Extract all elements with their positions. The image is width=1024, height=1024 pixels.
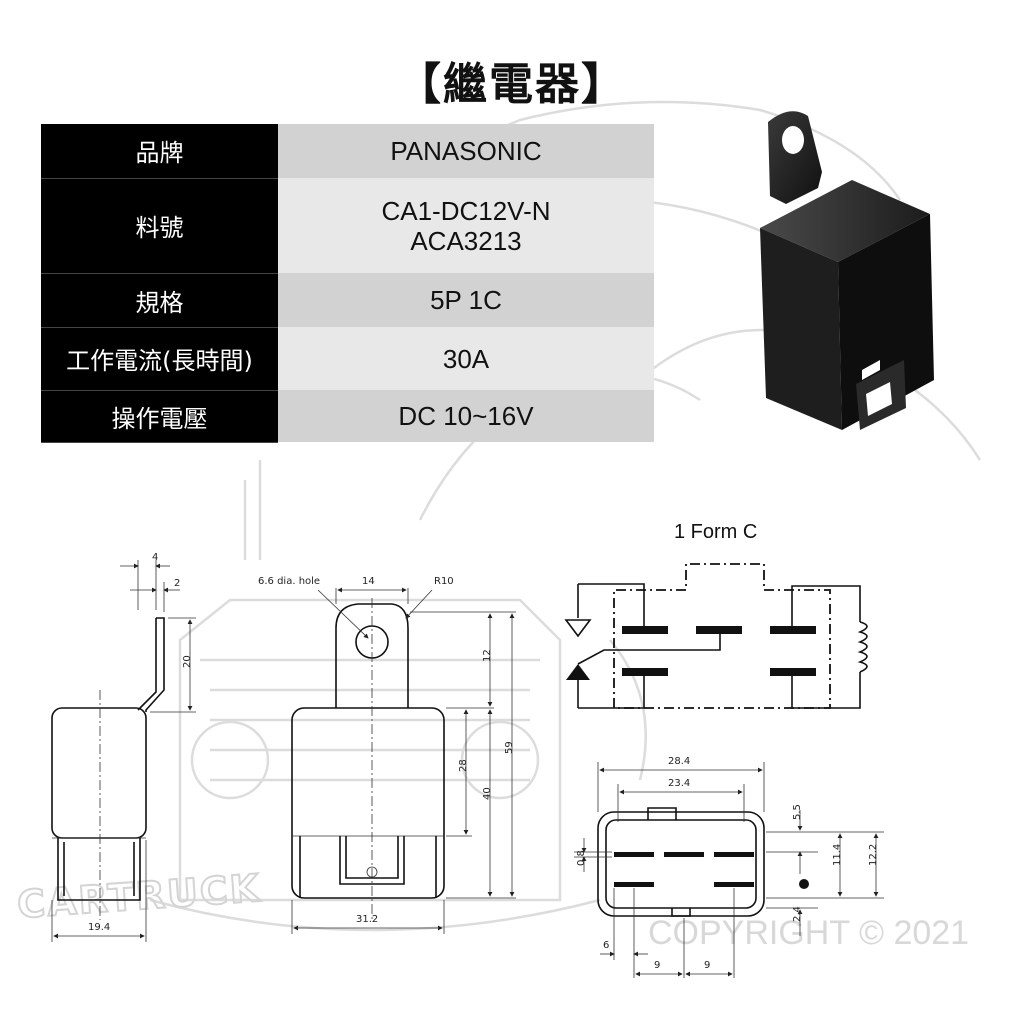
dim-19-4: 19.4 bbox=[88, 922, 110, 933]
front-view: 14 6.6 dia. hole R10 12 28 40 59 31.2 bbox=[258, 576, 516, 934]
spec-value: 5P 1C bbox=[278, 273, 654, 327]
spec-row-brand: 品牌 PANASONIC bbox=[41, 124, 654, 179]
dim-0-8: 0.8 bbox=[576, 850, 587, 866]
spec-value: DC 10~16V bbox=[278, 390, 654, 442]
dim-9b: 9 bbox=[704, 960, 710, 971]
spec-key: 料號 bbox=[41, 178, 278, 274]
spec-value-line-1: CA1-DC12V-N bbox=[381, 195, 551, 226]
spec-row-spec: 規格 5P 1C bbox=[41, 273, 654, 328]
form-c-schematic: 1 Form C bbox=[564, 521, 868, 709]
dim-40: 40 bbox=[482, 787, 493, 800]
dim-12: 12 bbox=[482, 649, 493, 662]
spec-key: 品牌 bbox=[41, 124, 278, 179]
spec-row-voltage: 操作電壓 DC 10~16V bbox=[41, 390, 654, 443]
dim-31-2: 31.2 bbox=[356, 914, 378, 925]
dim-12-2: 12.2 bbox=[868, 844, 879, 866]
dim-9a: 9 bbox=[654, 960, 660, 971]
spec-key: 操作電壓 bbox=[41, 390, 278, 443]
spec-value: CA1-DC12V-N ACA3213 bbox=[278, 178, 654, 273]
spec-key: 工作電流(長時間) bbox=[41, 327, 278, 391]
dim-59: 59 bbox=[504, 741, 515, 754]
spec-value: 30A bbox=[278, 327, 654, 390]
dim-28: 28 bbox=[458, 759, 469, 772]
dim-2-4: 2.4 bbox=[792, 906, 803, 922]
dim-4: 4 bbox=[152, 552, 158, 563]
dim-14: 14 bbox=[362, 576, 375, 587]
page-title: 【繼電器】 bbox=[397, 59, 627, 110]
spec-value: PANASONIC bbox=[278, 124, 654, 178]
watermark-copyright: COPYRIGHT © 2021 bbox=[648, 914, 969, 952]
dim-23-4: 23.4 bbox=[668, 778, 690, 789]
dim-2: 2 bbox=[174, 578, 180, 589]
dim-r10: R10 bbox=[434, 576, 454, 587]
spec-table: 品牌 PANASONIC 料號 CA1-DC12V-N ACA3213 規格 5… bbox=[41, 124, 654, 443]
spec-key: 規格 bbox=[41, 273, 278, 328]
spec-row-current: 工作電流(長時間) 30A bbox=[41, 327, 654, 391]
spec-value-line-2: ACA3213 bbox=[410, 225, 522, 256]
form-c-label: 1 Form C bbox=[674, 521, 757, 543]
spec-row-part-number: 料號 CA1-DC12V-N ACA3213 bbox=[41, 178, 654, 274]
dim-11-4: 11.4 bbox=[832, 844, 843, 866]
dim-5-5: 5.5 bbox=[792, 804, 803, 820]
dim-6: 6 bbox=[603, 940, 609, 951]
dim-28-4: 28.4 bbox=[668, 756, 690, 767]
dim-hole: 6.6 dia. hole bbox=[258, 576, 320, 587]
dim-20: 20 bbox=[182, 655, 193, 668]
bottom-view: 28.4 23.4 5.5 11.4 12.2 2.4 0.8 6 9 9 bbox=[574, 756, 884, 978]
side-view: 4 2 20 19.4 bbox=[51, 552, 196, 942]
relay-photo bbox=[760, 111, 934, 430]
